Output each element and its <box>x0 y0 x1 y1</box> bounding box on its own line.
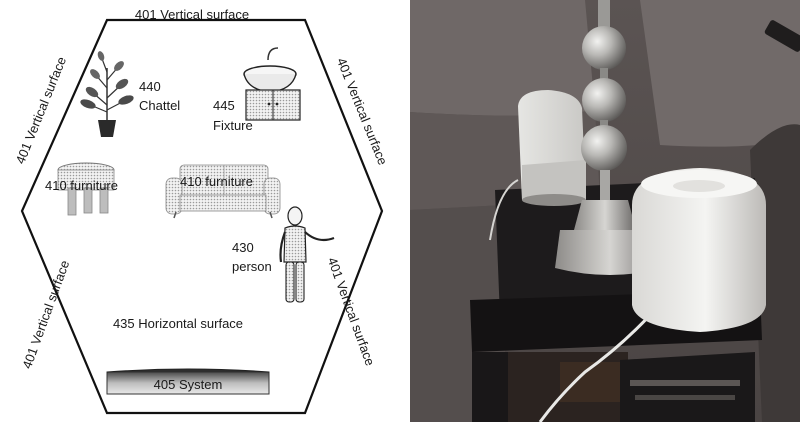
label-person-word: person <box>232 259 272 274</box>
plant-icon <box>80 51 134 137</box>
hexagon-diagram: 401 Vertical surface 401 Vertical surfac… <box>12 7 391 415</box>
sofa-icon <box>165 164 281 219</box>
label-vertical-top: 401 Vertical surface <box>135 7 249 22</box>
label-vertical-upper-left: 401 Vertical surface <box>12 55 69 166</box>
label-fixture-word: Fixture <box>213 118 253 133</box>
small-smart-speaker <box>518 90 586 206</box>
label-chattel-number: 440 <box>139 79 161 94</box>
person-icon <box>279 206 335 303</box>
sink-cabinet-icon <box>243 47 301 121</box>
label-furniture-sofa: 410 furniture <box>180 174 253 189</box>
label-person-number: 430 <box>232 240 254 255</box>
power-cable-small <box>489 179 519 241</box>
large-smart-speaker <box>632 168 766 332</box>
label-system: 405 System <box>154 377 223 392</box>
speaker-photo <box>410 0 800 422</box>
label-fixture-number: 445 <box>213 98 235 113</box>
remote-control <box>764 20 800 52</box>
label-horizontal-surface: 435 Horizontal surface <box>113 316 243 331</box>
hexagon-outline <box>20 18 384 415</box>
system-slab: 405 System <box>106 368 270 395</box>
label-furniture-table: 410 furniture <box>45 178 118 193</box>
label-vertical-lower-right: 401 Vertical surface <box>325 255 378 367</box>
label-chattel-word: Chattel <box>139 98 180 113</box>
table-icon <box>57 162 115 216</box>
